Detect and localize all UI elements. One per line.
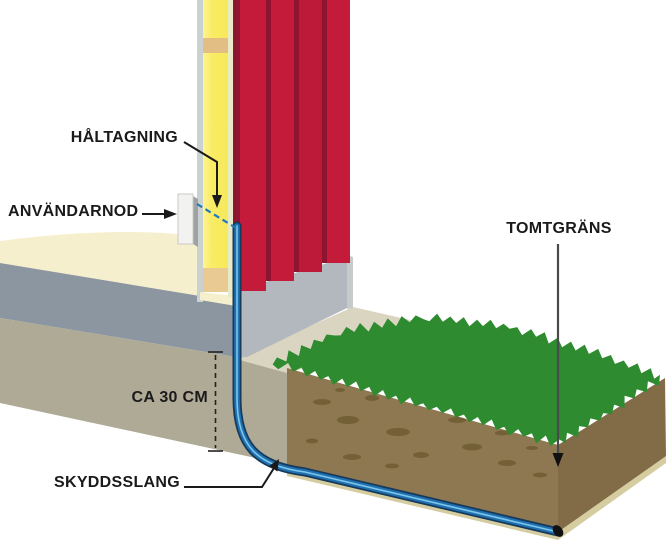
label-anvandarnod: ANVÄNDARNOD <box>8 203 139 220</box>
anvandarnod-arrowhead-icon <box>164 209 177 219</box>
interior-floor <box>0 232 200 296</box>
haltagning-arrowhead-icon <box>212 195 222 208</box>
facade-panel-grooves <box>233 0 327 300</box>
tomtgrans-arrowhead-icon <box>552 453 564 467</box>
wall-under-sill <box>200 292 236 306</box>
conduit-highlight <box>236 225 559 533</box>
user-node-box-side <box>193 196 198 247</box>
skyddsslang-pointer <box>184 459 279 488</box>
label-measurement: CA 30 CM <box>131 389 208 406</box>
skyddsslang-arrowhead-icon <box>269 459 279 472</box>
soil-right-face <box>558 378 666 532</box>
label-haltagning: HÅLTAGNING <box>70 129 178 146</box>
drill-hole-dashed-line <box>196 203 237 229</box>
facade-panel-midtone <box>299 0 322 272</box>
foundation-cross-section <box>0 263 236 357</box>
wall-sheathing <box>228 0 233 297</box>
facade-red-siding <box>233 0 350 300</box>
soil-stones <box>306 388 547 478</box>
soil-under-edge-right <box>558 456 666 540</box>
conduit-end-cap <box>552 525 564 537</box>
plinth-front-face <box>233 257 347 358</box>
anvandarnod-pointer <box>142 209 177 219</box>
label-skyddsslang: SKYDDSSLANG <box>54 474 180 491</box>
user-node-box <box>177 193 194 245</box>
tomtgrans-pointer <box>552 244 564 467</box>
wall-sill-plate <box>203 268 228 292</box>
haltagning-pointer <box>183 141 222 208</box>
wall-stud-block <box>203 38 228 53</box>
conduit <box>232 221 563 537</box>
ground-cross-section <box>0 318 293 466</box>
depth-measure <box>208 351 223 452</box>
grass-lawn <box>272 313 660 446</box>
label-tomtgrans: TOMTGRÄNS <box>506 220 612 237</box>
soil-front-face <box>287 368 558 532</box>
plinth-corner-face <box>347 255 353 309</box>
